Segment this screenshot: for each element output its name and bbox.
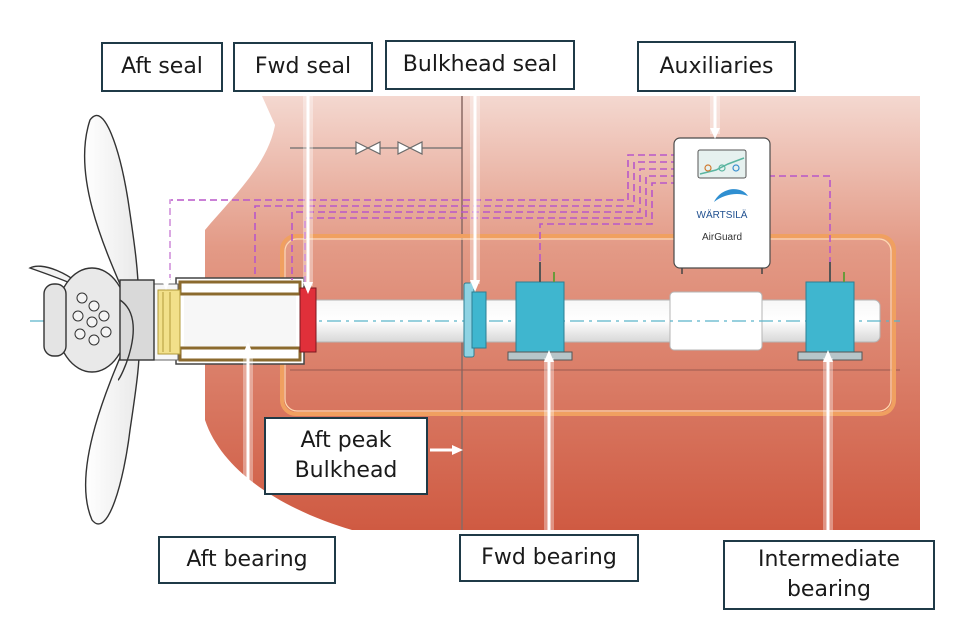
callout-fwd-seal: Fwd seal (233, 42, 373, 92)
unit-brand-text: WÄRTSILÄ (697, 209, 748, 221)
fwd-seal-label: Fwd seal (254, 54, 352, 79)
stern-tube (175, 277, 305, 365)
vent-pipe (290, 141, 462, 155)
fwd-seal-part (299, 287, 317, 353)
intermediate-label-line2: bearing (786, 577, 872, 602)
airguard-unit: WÄRTSILÄ AirGuard (673, 137, 771, 274)
callout-leaders (161, 90, 833, 540)
fwd-bearing-part (507, 262, 573, 361)
callout-auxiliaries: Auxiliaries (637, 41, 796, 92)
bulkhead-seal-part (463, 282, 487, 358)
aft-seal-label: Aft seal (121, 54, 203, 79)
callout-bulkhead-seal: Bulkhead seal (385, 40, 575, 90)
aft-seal-assembly (151, 283, 181, 361)
wartsila-logo-icon (714, 189, 748, 202)
auxiliaries-label: Auxiliaries (659, 53, 774, 79)
unit-product-text: AirGuard (702, 232, 742, 243)
air-supply-piping (169, 154, 831, 282)
intermediate-label-line1: Intermediate (758, 547, 900, 572)
aft-bearing-label: Aft bearing (186, 547, 308, 572)
bulkhead-seal-label: Bulkhead seal (402, 52, 558, 77)
callout-aft-bearing: Aft bearing (158, 536, 336, 584)
aft-peak-label-line2: Bulkhead (294, 458, 398, 483)
callout-fwd-bearing: Fwd bearing (459, 534, 639, 582)
aft-peak-label-line1: Aft peak (300, 428, 392, 453)
propeller (28, 114, 155, 525)
callout-aft-peak-bulkhead: Aft peak Bulkhead (264, 417, 428, 495)
fwd-bearing-label: Fwd bearing (481, 545, 617, 570)
callout-aft-seal: Aft seal (101, 42, 223, 92)
callout-intermediate-bearing: Intermediate bearing (723, 540, 935, 610)
